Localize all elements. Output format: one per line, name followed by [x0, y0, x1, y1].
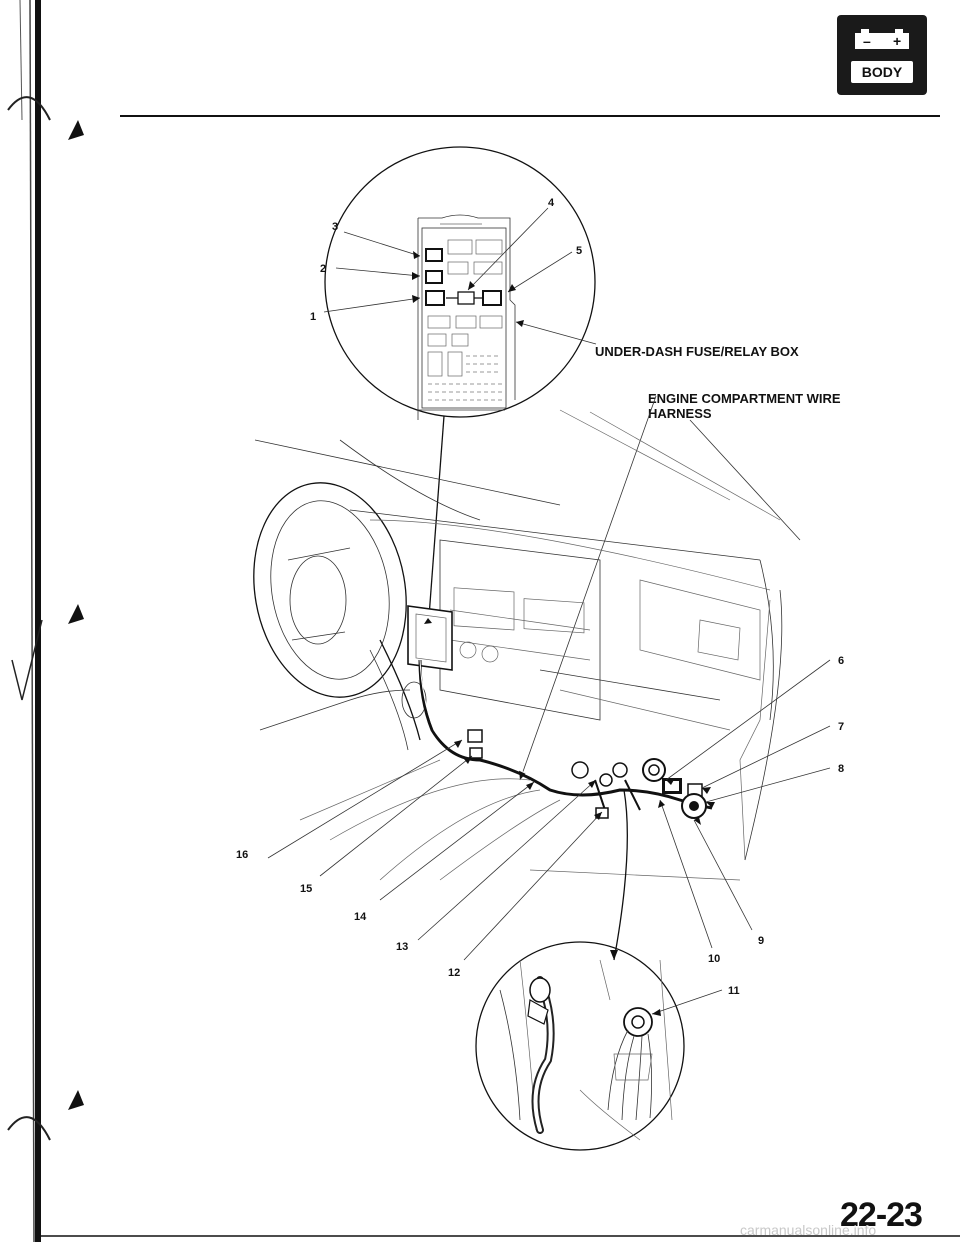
watermark: carmanualsonline.info: [740, 1222, 877, 1238]
dashboard-callouts: 6 7 8 9 10 12 13 14 15 16: [236, 655, 844, 979]
ground-detail-circle: 11: [475, 941, 740, 1151]
body-section-badge: – + BODY: [837, 15, 927, 95]
binding-margin: [7, 0, 960, 1242]
callout-6: 6: [838, 655, 844, 667]
callout-9: 9: [758, 935, 764, 947]
callout-1: 1: [310, 311, 316, 323]
callout-12: 12: [448, 967, 460, 979]
callout-11: 11: [728, 985, 740, 997]
callout-3: 3: [332, 221, 338, 233]
callout-13: 13: [396, 941, 408, 953]
callout-15: 15: [300, 883, 312, 895]
harness-leader-line: [519, 395, 657, 781]
callout-7: 7: [838, 721, 844, 733]
badge-label: BODY: [851, 61, 913, 83]
top-circle-callouts: 3 2 1 4 5: [310, 197, 597, 345]
callout-5: 5: [576, 245, 582, 257]
fuse-box-leader: [427, 415, 445, 631]
callout-8: 8: [838, 763, 844, 775]
battery-icon: – +: [855, 29, 909, 49]
callout-2: 2: [320, 263, 326, 275]
callout-4: 4: [548, 197, 555, 209]
fuse-box-detail-circle: [324, 146, 596, 420]
dash-fuse-box: [407, 605, 453, 671]
dashboard-illustration: [253, 409, 801, 881]
harness-caption-line1: ENGINE COMPARTMENT WIRE: [648, 391, 841, 406]
fuse-relay-box-caption: UNDER-DASH FUSE/RELAY BOX: [595, 344, 799, 359]
harness-caption-line2: HARNESS: [648, 406, 712, 421]
engine-compartment-wire-harness: [418, 659, 713, 819]
page-number: 22-23: [840, 1196, 923, 1234]
callout-10: 10: [708, 953, 720, 965]
callout-14: 14: [354, 911, 367, 923]
minus-terminal-label: –: [863, 33, 871, 49]
callout-16: 16: [236, 849, 248, 861]
ground-leader: [613, 789, 628, 961]
plus-terminal-label: +: [893, 33, 901, 49]
